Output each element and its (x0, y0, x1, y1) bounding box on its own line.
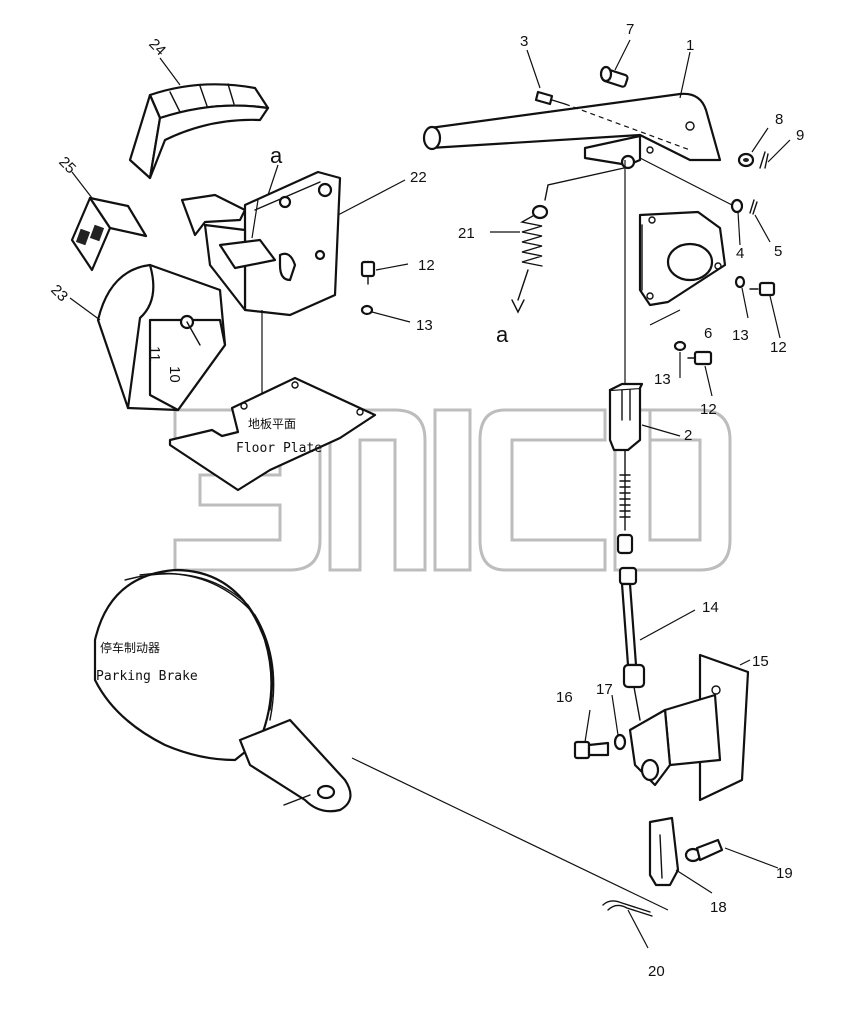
callout-7: 7 (626, 21, 634, 38)
callout-15: 15 (752, 653, 769, 670)
part-12-bolt-b (749, 281, 776, 297)
callout-12b: 12 (770, 339, 787, 356)
callout-10: 10 (166, 366, 183, 383)
part-24-pedal-pad (128, 83, 270, 180)
part-19-pin (684, 838, 724, 863)
callout-13b: 13 (732, 327, 749, 344)
part-16-bolt (573, 740, 610, 760)
part-5-clip (749, 199, 758, 215)
part-13-washer-c (673, 340, 687, 352)
floor-plate-en-label: Floor Plate (236, 441, 322, 456)
part-23-cover (96, 263, 227, 412)
callout-19: 19 (776, 865, 793, 882)
callout-13a: 13 (416, 317, 433, 334)
part-1-lever (422, 92, 722, 170)
callout-8: 8 (775, 111, 783, 128)
callout-9: 9 (796, 127, 804, 144)
callout-3: 3 (520, 33, 528, 50)
parking-brake-en-label: Parking Brake (96, 669, 198, 684)
floor-plate: 地板平面 Floor Plate (168, 376, 377, 492)
leader-lines (69, 39, 791, 949)
part-4-washer (730, 198, 744, 214)
callout-24: 24 (145, 35, 169, 59)
part-22-pedal-bracket (180, 170, 342, 400)
callout-14: 14 (702, 599, 719, 616)
callout-20: 20 (648, 963, 665, 980)
part-3-bolt (534, 90, 691, 151)
callout-16: 16 (556, 689, 573, 706)
parking-brake-drum: 停车制动器 Parking Brake (93, 568, 669, 911)
callout-12a: 12 (418, 257, 435, 274)
callout-11: 11 (146, 346, 163, 362)
part-9-clip (759, 151, 769, 169)
part-6-mount-plate (638, 210, 727, 326)
part-7-pin (599, 65, 629, 88)
part-8-washer (737, 152, 755, 168)
part-15-bracket (628, 653, 751, 802)
callout-12c: 12 (700, 401, 717, 418)
part-12-bolt-c (687, 350, 713, 366)
callout-2: 2 (684, 427, 692, 444)
callout-4: 4 (736, 245, 744, 262)
callout-18: 18 (710, 899, 727, 916)
part-20-cotter-pin (602, 900, 653, 917)
part-13-washer-b (734, 275, 746, 289)
callout-17: 17 (596, 681, 613, 698)
callout-13c: 13 (654, 371, 671, 388)
part-2-clevis (608, 160, 644, 452)
part-12-bolt-a (360, 260, 376, 285)
callout-21: 21 (458, 225, 475, 242)
part-14-cable (616, 449, 696, 721)
callout-1: 1 (686, 37, 694, 54)
part-25-bracket (70, 196, 148, 272)
reference-a-top: a (270, 143, 283, 168)
callout-5: 5 (774, 243, 782, 260)
callout-6: 6 (704, 325, 712, 342)
floor-plate-cn-label: 地板平面 (248, 417, 296, 431)
callout-25: 25 (55, 153, 79, 177)
part-17-washer (613, 733, 627, 751)
part-21-spring (511, 167, 625, 314)
reference-a-bottom: a (496, 322, 509, 347)
parking-brake-cn-label: 停车制动器 (100, 640, 160, 655)
callout-22: 22 (410, 169, 427, 186)
part-13-washer-a (360, 304, 374, 316)
part-18-clevis (648, 816, 680, 887)
callout-23: 23 (47, 281, 71, 305)
